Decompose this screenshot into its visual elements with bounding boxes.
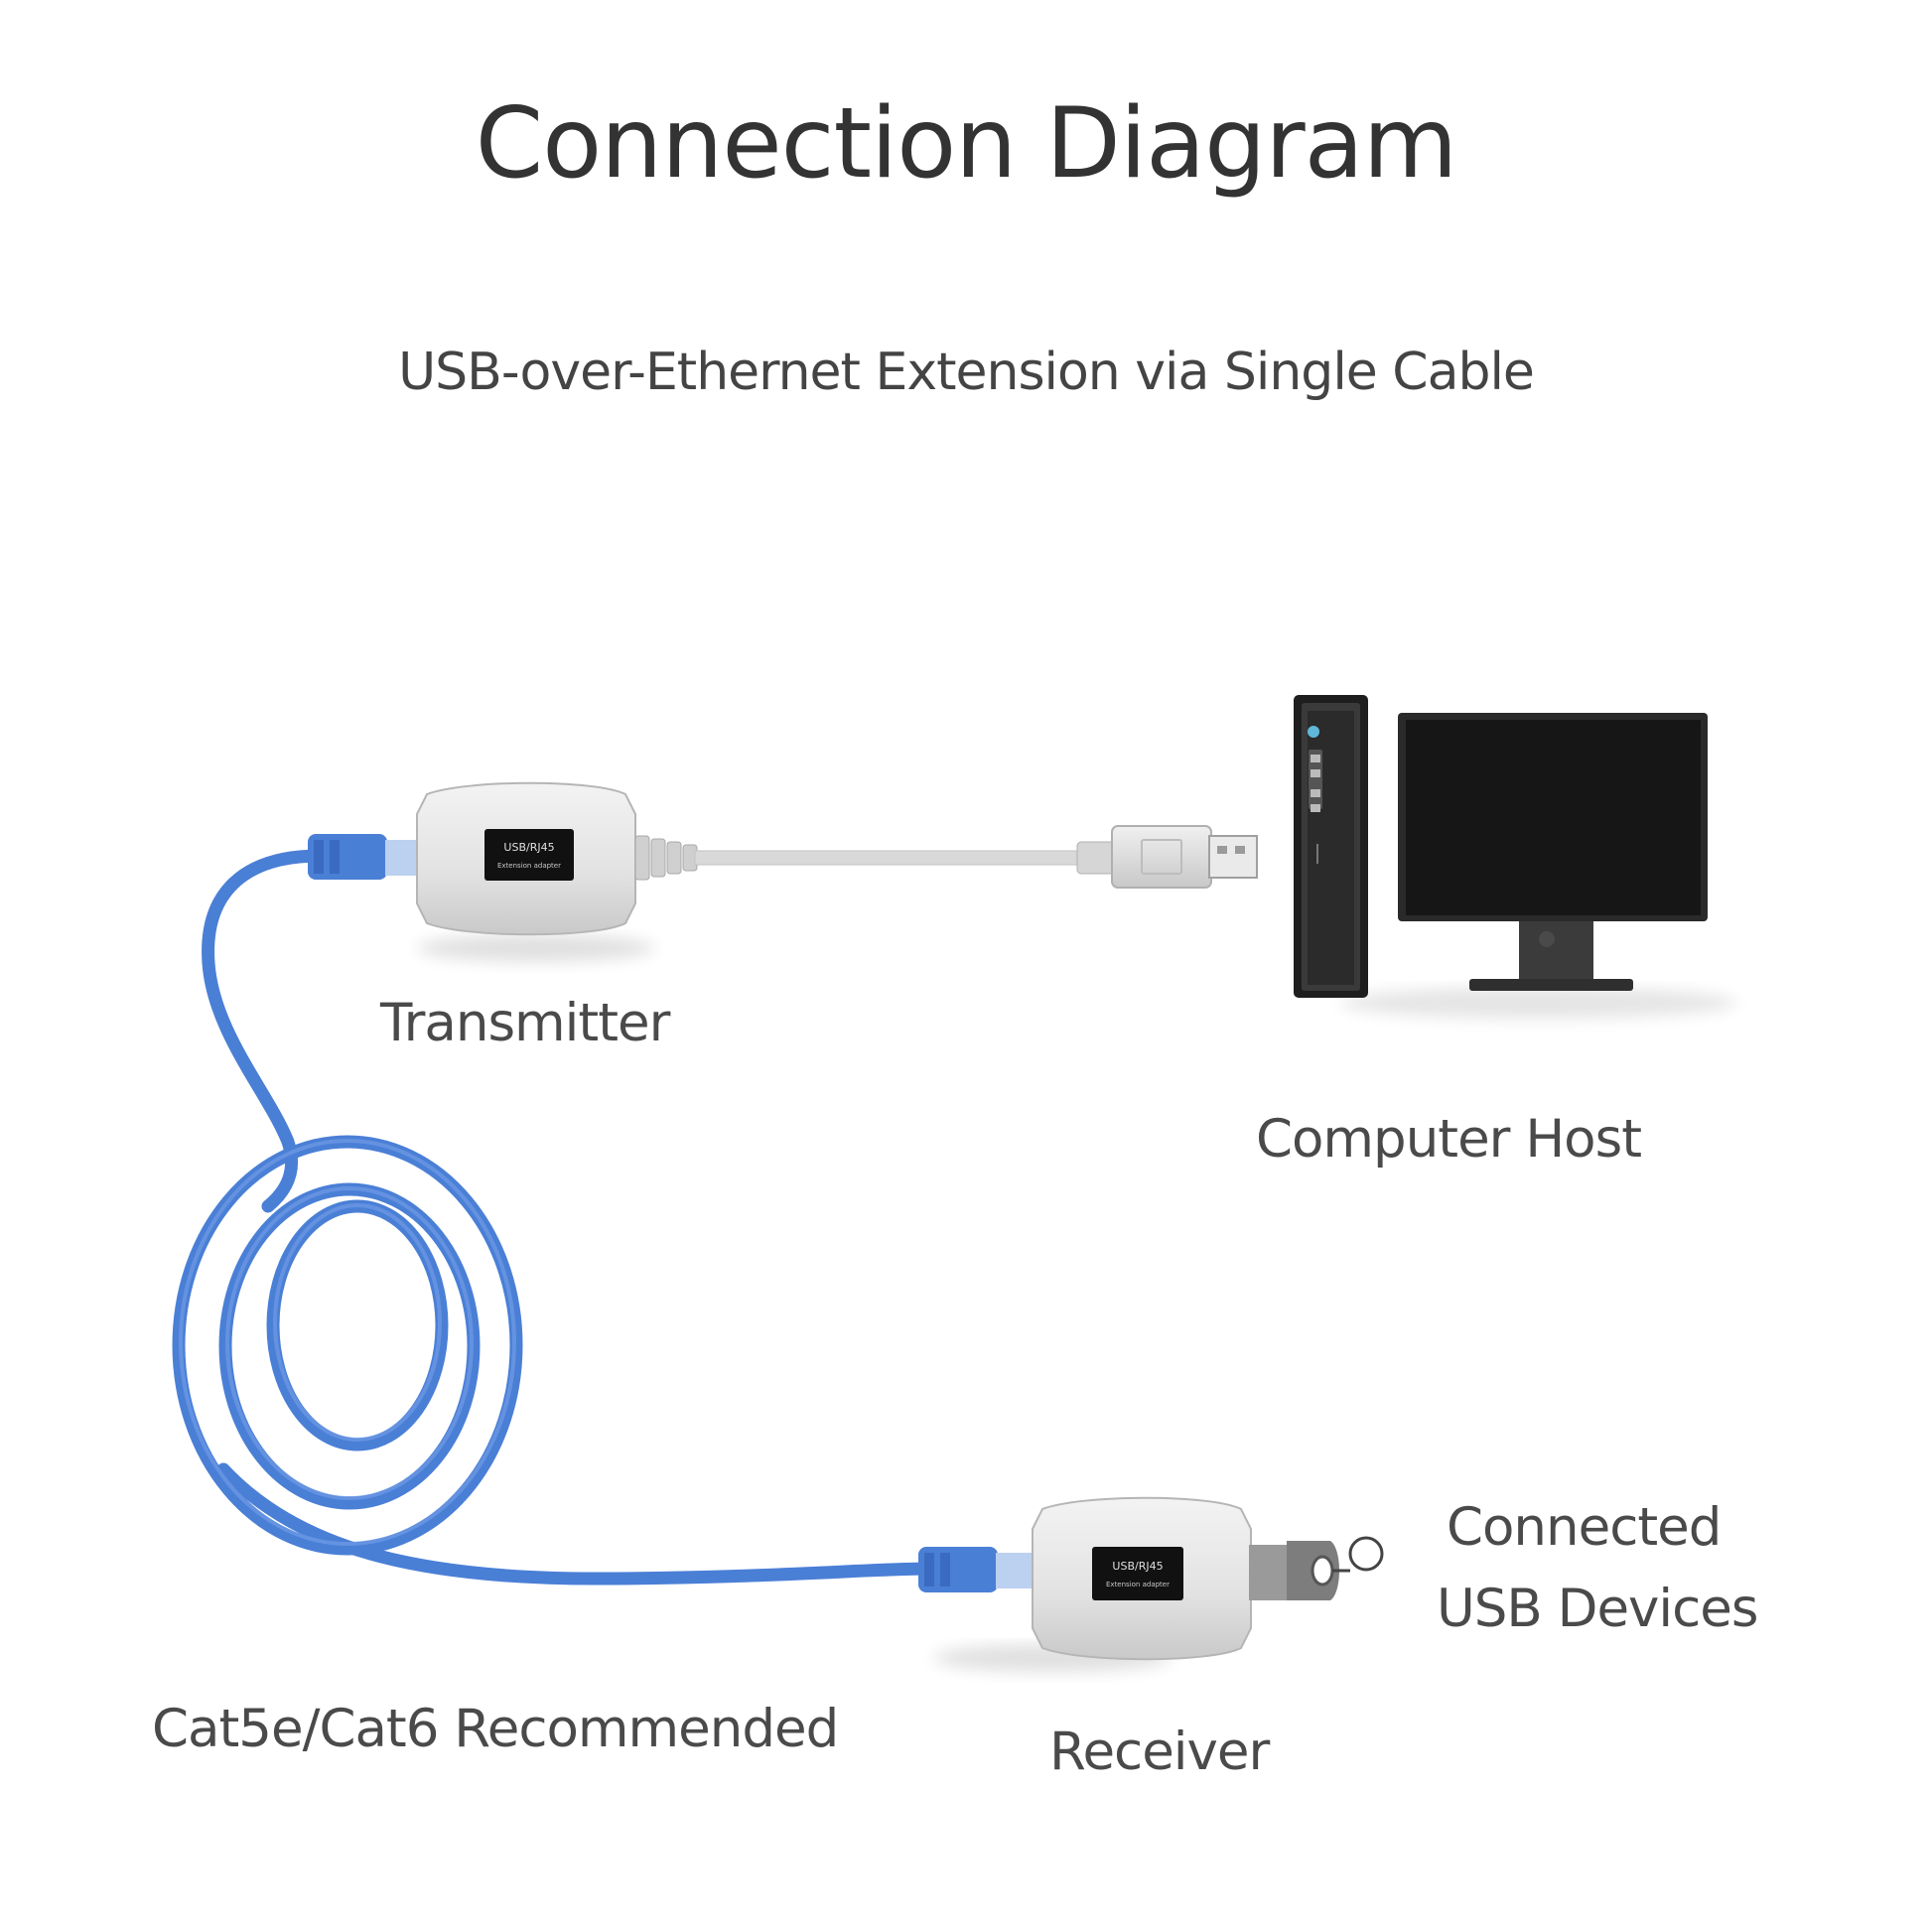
- receiver-device: USB/RJ45 Extension adapter: [918, 1496, 1384, 1672]
- rj45-connector-icon: [918, 1547, 1035, 1592]
- monitor-icon: [1398, 713, 1708, 991]
- connected-devices-line2: USB Devices: [1437, 1579, 1759, 1639]
- rj45-connector-icon: [308, 834, 425, 880]
- computer-host: [1294, 695, 1737, 1019]
- computer-tower-icon: [1294, 695, 1368, 998]
- receiver-device-label: USB/RJ45: [1112, 1560, 1163, 1573]
- connected-usb-devices-label: Connected USB Devices: [1437, 1487, 1759, 1650]
- cable-shading: [179, 1139, 516, 1546]
- usb-flash-drive-icon: [1249, 1536, 1384, 1600]
- connected-devices-line1: Connected: [1447, 1497, 1722, 1558]
- transmitter-label: Transmitter: [380, 993, 670, 1053]
- transmitter-device: USB/RJ45 Extension adapter: [308, 781, 1258, 962]
- cable-recommendation-label: Cat5e/Cat6 Recommended: [152, 1699, 839, 1759]
- page-subtitle: USB-over-Ethernet Extension via Single C…: [398, 343, 1535, 402]
- usb-cable: [694, 850, 1083, 866]
- transmitter-device-label: USB/RJ45: [503, 841, 554, 854]
- page-title: Connection Diagram: [475, 87, 1457, 201]
- ethernet-cable: [172, 849, 935, 1586]
- usb-plug-icon: [1076, 825, 1258, 889]
- computer-host-label: Computer Host: [1256, 1109, 1642, 1170]
- receiver-label: Receiver: [1049, 1722, 1270, 1782]
- transmitter-device-sublabel: Extension adapter: [497, 862, 561, 870]
- receiver-device-sublabel: Extension adapter: [1106, 1581, 1170, 1588]
